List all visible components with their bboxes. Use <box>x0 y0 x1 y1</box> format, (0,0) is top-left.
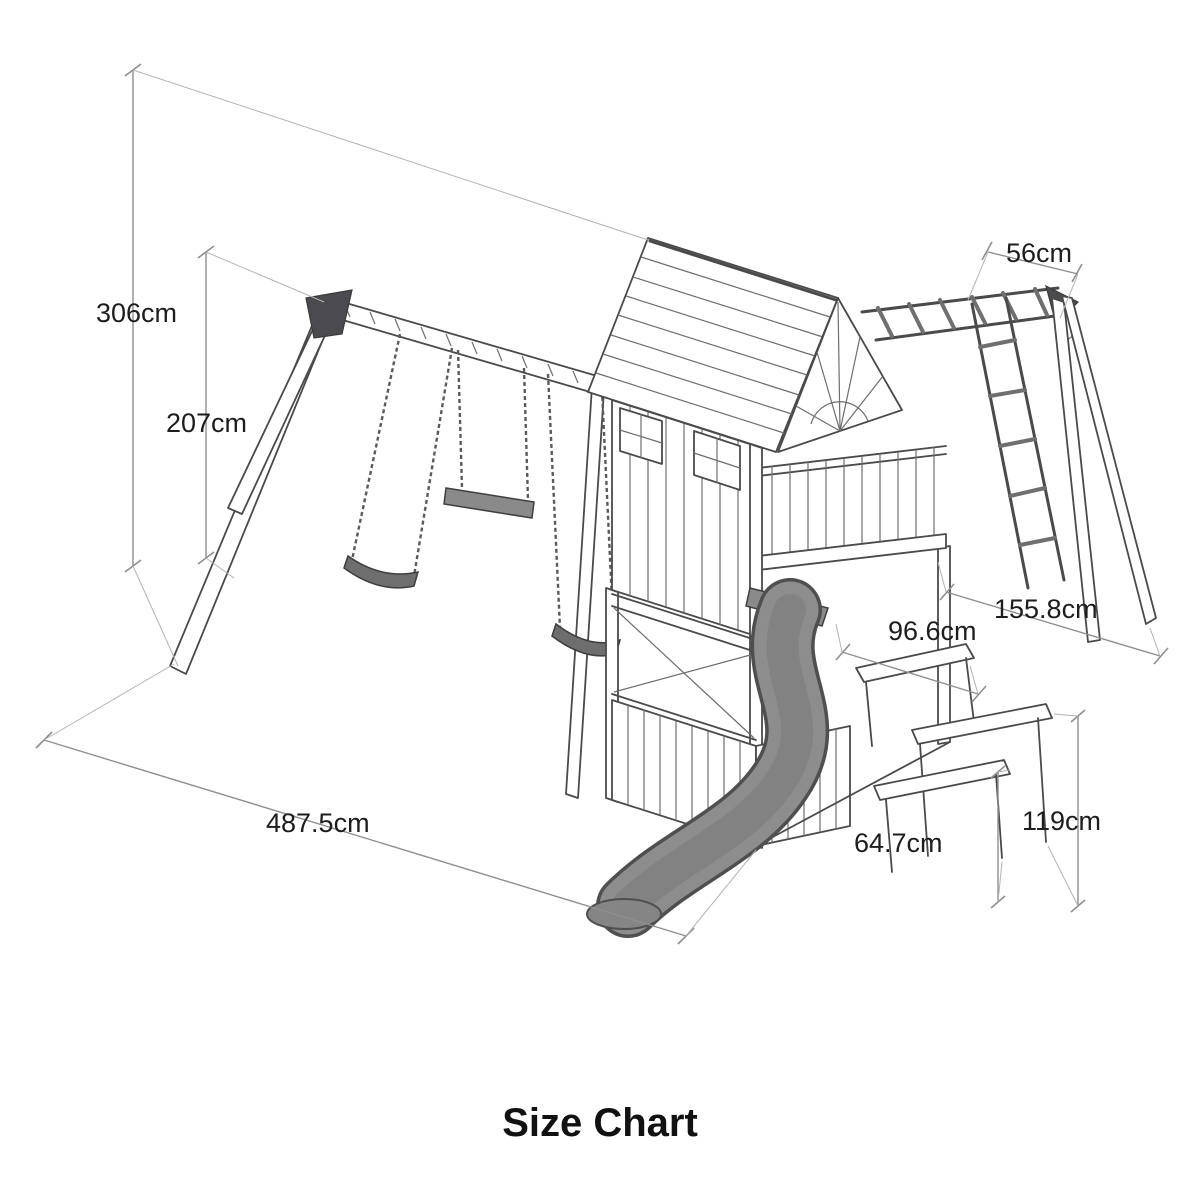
base-bottom-edge <box>755 741 951 847</box>
label-swing-height: 207cm <box>166 408 247 438</box>
flat-seat <box>443 487 535 519</box>
swing-chain <box>412 347 454 577</box>
bench-seat-board <box>873 759 1011 801</box>
dim-line-monkey-width <box>987 251 1079 275</box>
swing-chain <box>546 373 562 629</box>
swing-chain <box>522 367 530 501</box>
dim-ext <box>205 251 325 579</box>
label-bench-height: 64.7cm <box>854 828 943 858</box>
dim-line-frame-depth <box>945 591 1161 657</box>
dim-line-tower-depth <box>841 651 979 695</box>
bench-seat-legs <box>885 773 1003 873</box>
cabin-wall-planks <box>629 406 739 630</box>
dim-ext <box>1047 713 1079 907</box>
slide <box>586 578 830 938</box>
label-frame-depth: 155.8cm <box>994 594 1098 624</box>
stair-tread <box>855 643 975 683</box>
dim-ticks <box>981 241 1083 283</box>
dim-ext <box>43 663 757 937</box>
roof-stripes <box>595 256 831 434</box>
bench-table-top <box>911 703 1053 745</box>
dim-ext <box>835 623 979 695</box>
monkey-bar-rail-rear <box>860 286 1060 314</box>
deck-top-rails <box>757 445 947 477</box>
sunburst-decoration <box>795 301 884 432</box>
tower-roof <box>587 237 903 453</box>
x-brace <box>613 607 755 739</box>
label-total-height: 306cm <box>96 298 177 328</box>
dim-ext <box>132 69 649 667</box>
base-rails <box>611 593 757 741</box>
dim-ext <box>967 251 1079 319</box>
swing-frame <box>169 289 605 799</box>
label-tower-depth: 96.6cm <box>888 616 977 646</box>
base-panel-planks <box>627 705 741 841</box>
label-table-height: 119cm <box>1022 806 1101 836</box>
monkey-bar-front-leg <box>1051 297 1101 643</box>
access-ladder <box>970 296 1066 590</box>
stair-legs <box>865 657 975 747</box>
a-frame-apex-bracket <box>305 289 353 339</box>
swing-chain <box>456 349 464 489</box>
rigid-swing-middle <box>443 349 535 519</box>
cabin-window-right <box>693 430 741 491</box>
monkey-bar-rungs <box>876 287 1049 338</box>
tower-cabin <box>611 399 757 637</box>
dim-ext <box>937 561 1161 657</box>
slide-end-lip <box>586 898 662 930</box>
dim-ticks <box>835 643 987 703</box>
page-title: Size Chart <box>502 1101 698 1145</box>
cabin-window-left <box>619 407 663 465</box>
label-monkey-width: 56cm <box>1006 238 1072 268</box>
tower-base <box>605 545 951 849</box>
swing-chain <box>350 333 402 561</box>
bench-table-legs <box>919 717 1047 857</box>
dim-ext <box>997 769 1011 903</box>
belt-swing-left <box>343 333 454 589</box>
belt-seat <box>343 554 420 589</box>
swings <box>343 333 622 657</box>
ladder-rungs <box>978 338 1057 547</box>
monkey-bar-rail-front <box>874 312 1072 342</box>
roof-ridge <box>648 239 838 302</box>
tower-side-leg <box>565 385 605 799</box>
deck-balusters <box>771 447 935 554</box>
bench <box>873 703 1053 873</box>
deck-fascia <box>757 533 947 571</box>
dim-line-total-width <box>43 739 687 937</box>
dimension-lines <box>35 63 1169 945</box>
dimension-labels: 306cm 207cm 56cm 155.8cm 96.6cm 119cm 64… <box>96 238 1101 858</box>
label-total-width: 487.5cm <box>266 808 370 838</box>
dim-ticks <box>939 583 1169 665</box>
swing-beam <box>321 295 605 397</box>
slide-channel <box>612 594 814 922</box>
stairs <box>855 643 975 747</box>
